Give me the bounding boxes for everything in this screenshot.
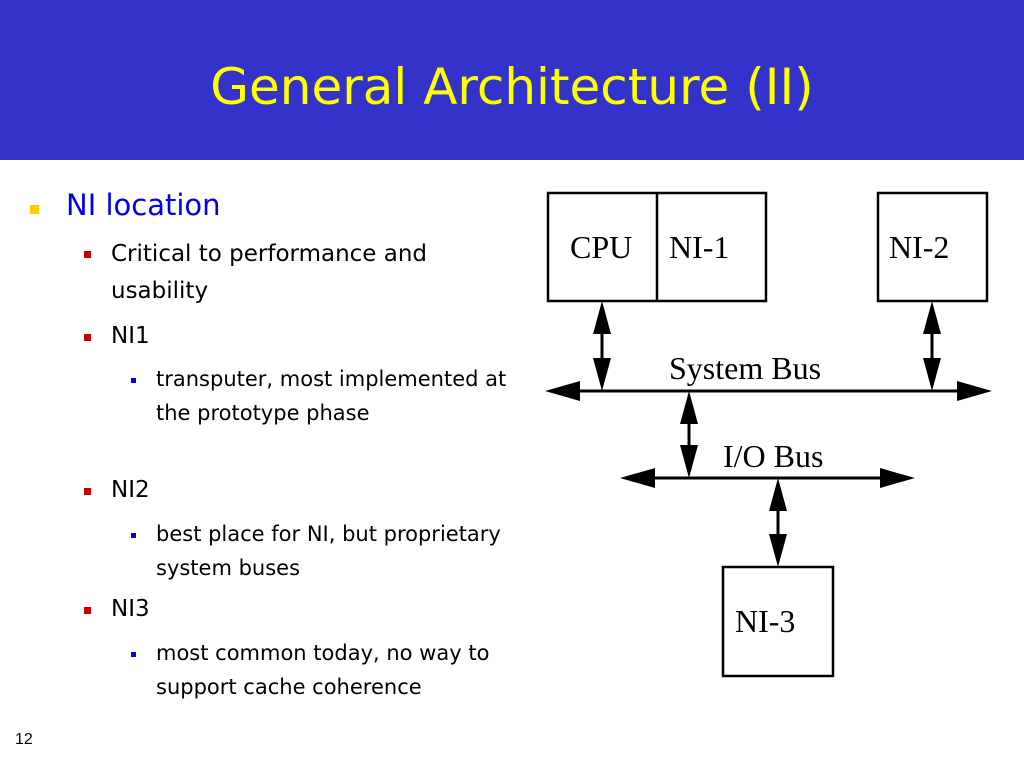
bullet-ni2: NI2 <box>111 477 150 503</box>
level2-bullet-marker <box>84 607 91 614</box>
bullet-ni3: NI3 <box>111 596 150 622</box>
bullet-ni-location: NI location <box>66 188 221 222</box>
bullet-ni2-detail: best place for NI, but proprietary syste… <box>156 522 501 580</box>
system-bus-label: System Bus <box>669 350 821 386</box>
bullet-ni1-detail: transputer, most implemented at the prot… <box>156 367 507 425</box>
cpu-to-system-bus-arrow <box>593 301 611 391</box>
ni3-box <box>721 565 835 678</box>
page-number: 12 <box>15 731 33 748</box>
cpu-label: CPU <box>570 229 632 265</box>
level3-bullet-marker <box>131 533 136 538</box>
ni2-label: NI-2 <box>889 229 949 265</box>
bullet-list: NI location Critical to performance and … <box>30 188 507 699</box>
ni2-to-system-bus-arrow <box>923 301 941 391</box>
level3-bullet-marker <box>131 378 136 383</box>
bullet-ni3-detail: most common today, no way to support cac… <box>156 641 490 699</box>
ni1-label: NI-1 <box>669 229 729 265</box>
level2-bullet-marker <box>84 334 91 341</box>
io-bus-arrow <box>620 468 915 488</box>
system-bus-arrow <box>545 381 992 401</box>
io-bus-to-ni3-arrow <box>769 478 787 567</box>
level3-bullet-marker <box>131 652 136 657</box>
level2-bullet-marker <box>84 251 91 258</box>
bullet-critical: Critical to performance and usability <box>111 241 428 304</box>
io-bus-label: I/O Bus <box>723 438 823 474</box>
bullet-ni1: NI1 <box>111 323 150 349</box>
title-bar <box>0 0 1024 160</box>
ni2-box <box>876 191 989 303</box>
ni3-label: NI-3 <box>735 603 795 639</box>
slide-title: General Architecture (II) <box>210 58 814 116</box>
bridge-arrow <box>680 391 698 478</box>
level1-bullet-marker <box>30 205 39 214</box>
level2-bullet-marker <box>84 488 91 495</box>
